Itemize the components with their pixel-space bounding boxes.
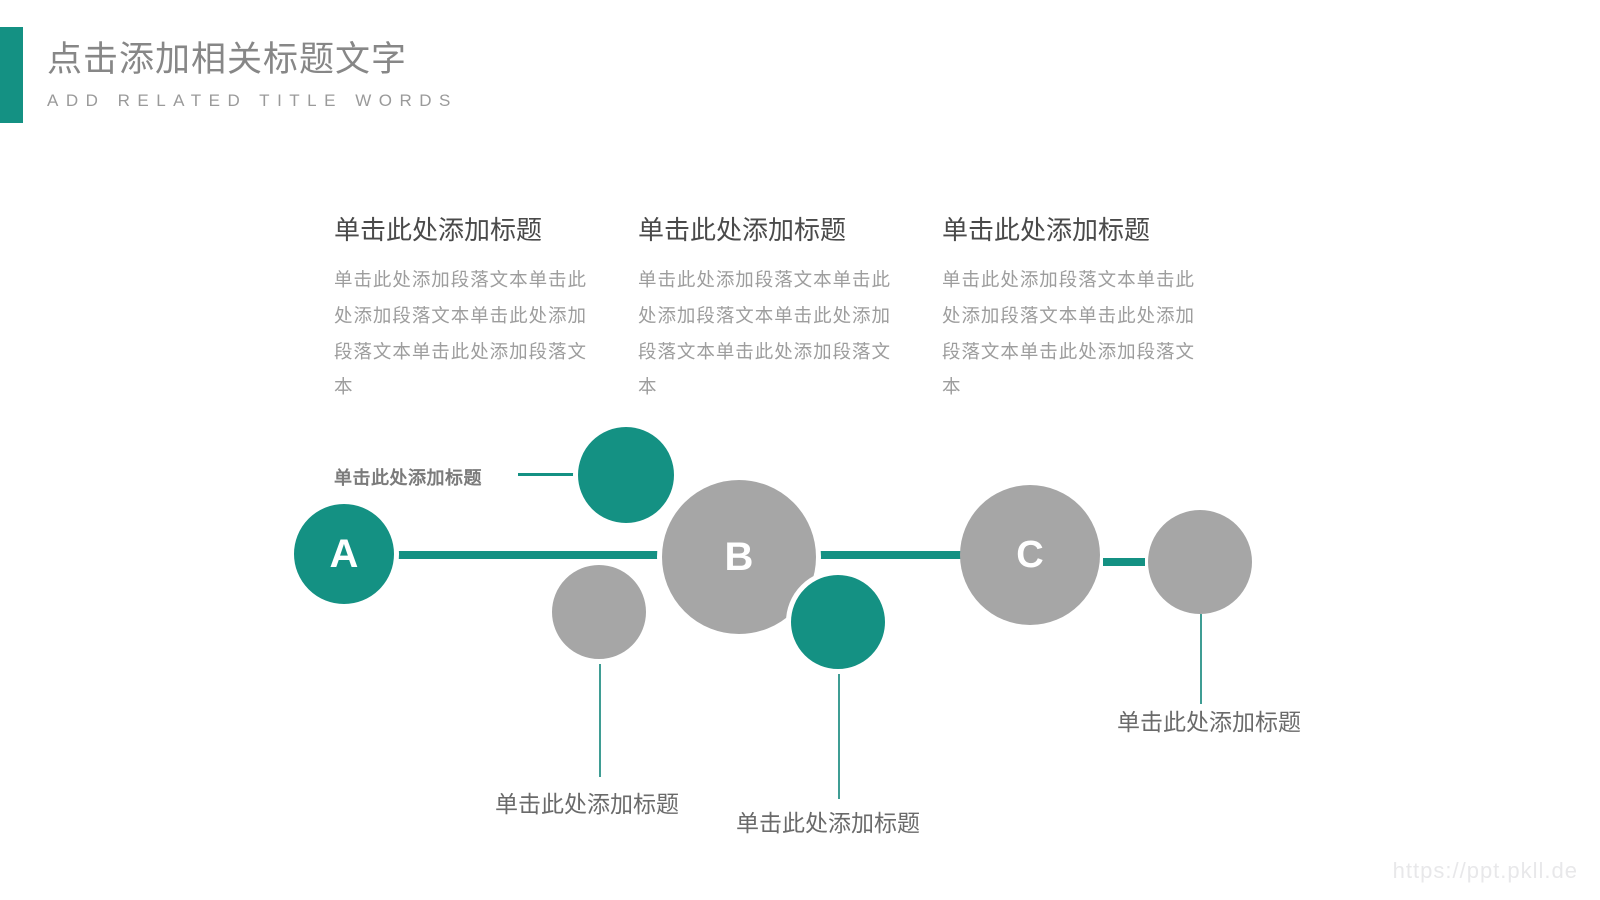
diagram-label-right: 单击此处添加标题 bbox=[1117, 709, 1301, 735]
column-body: 单击此处添加段落文本单击此处添加段落文本单击此处添加段落文本单击此处添加段落文本 bbox=[942, 269, 1194, 398]
accent-circle-teal-top bbox=[573, 422, 679, 528]
column-body: 单击此处添加段落文本单击此处添加段落文本单击此处添加段落文本单击此处添加段落文本 bbox=[334, 269, 586, 398]
connector-line-left-label bbox=[518, 473, 574, 476]
column-title: 单击此处添加标题 bbox=[942, 215, 1151, 245]
connector-bar-a-b bbox=[392, 551, 682, 559]
leader-line-right bbox=[1200, 614, 1202, 704]
column-title: 单击此处添加标题 bbox=[638, 215, 847, 245]
leader-line-bottom-mid bbox=[838, 674, 840, 799]
node-letter-b: B bbox=[724, 534, 754, 579]
leader-line-bottom-left bbox=[599, 664, 601, 777]
node-letter-a: A bbox=[329, 531, 359, 576]
accent-circle-gray-bottom bbox=[547, 560, 651, 664]
text-column-2: 单击此处添加标题 单击此处添加段落文本单击此处添加段落文本单击此处添加段落文本单… bbox=[638, 215, 942, 405]
diagram-label-bottom-left: 单击此处添加标题 bbox=[495, 791, 679, 817]
node-circle-a[interactable]: A bbox=[289, 499, 399, 609]
header-accent-bar bbox=[0, 27, 23, 123]
page-subtitle: ADD RELATED TITLE WORDS bbox=[47, 90, 458, 110]
header-block: 点击添加相关标题文字 ADD RELATED TITLE WORDS bbox=[47, 38, 458, 111]
accent-circle-teal-bottom bbox=[786, 570, 890, 674]
text-column-1: 单击此处添加标题 单击此处添加段落文本单击此处添加段落文本单击此处添加段落文本单… bbox=[334, 215, 638, 405]
node-circle-c[interactable]: C bbox=[960, 485, 1100, 625]
accent-circle-gray-right bbox=[1148, 510, 1252, 614]
node-letter-c: C bbox=[1016, 533, 1044, 576]
diagram-label-left: 单击此处添加标题 bbox=[334, 468, 482, 488]
text-column-3: 单击此处添加标题 单击此处添加段落文本单击此处添加段落文本单击此处添加段落文本单… bbox=[942, 215, 1246, 405]
connector-bar-b-c bbox=[818, 551, 978, 559]
connector-bar-c-right bbox=[1103, 558, 1145, 566]
text-columns: 单击此处添加标题 单击此处添加段落文本单击此处添加段落文本单击此处添加段落文本单… bbox=[334, 215, 1246, 405]
diagram-label-bottom-mid: 单击此处添加标题 bbox=[736, 810, 920, 836]
column-body: 单击此处添加段落文本单击此处添加段落文本单击此处添加段落文本单击此处添加段落文本 bbox=[638, 269, 890, 398]
page-title: 点击添加相关标题文字 bbox=[47, 40, 408, 79]
watermark: https://ppt.pkll.de bbox=[1392, 858, 1578, 883]
column-title: 单击此处添加标题 bbox=[334, 215, 543, 245]
